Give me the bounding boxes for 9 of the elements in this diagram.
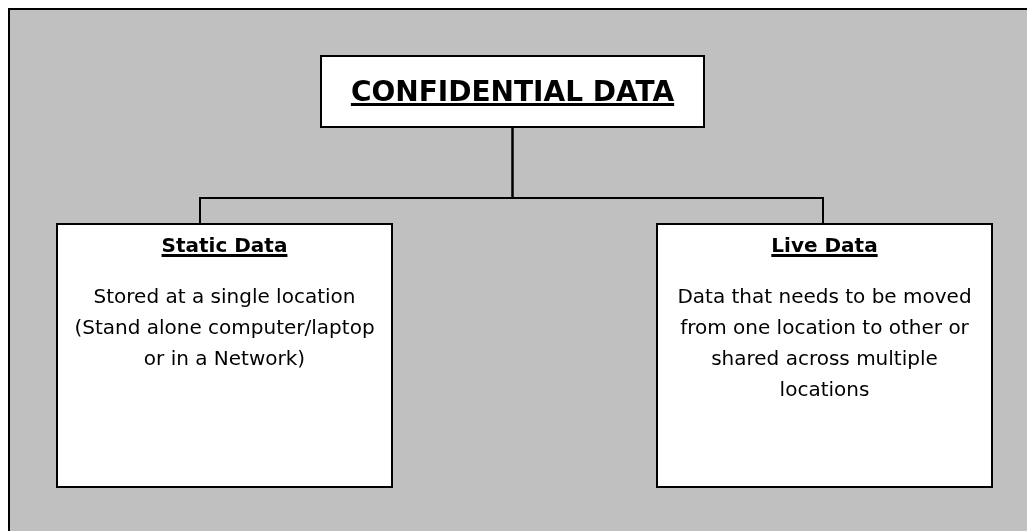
box-heading: CONFIDENTIAL DATA: [350, 75, 675, 108]
heading-box: [320, 55, 705, 128]
box-description: Data that needs to be moved from one location to other or shared across multiple locations: [676, 283, 973, 403]
connector-line: [511, 127, 824, 224]
box-heading: Live Data: [771, 233, 878, 257]
box-description: Stored at a single location (Stand alone computer/laptop or in a Network): [73, 283, 376, 372]
category-box: [56, 223, 393, 488]
box-heading: Static Data: [161, 233, 288, 257]
category-box: [656, 223, 993, 488]
